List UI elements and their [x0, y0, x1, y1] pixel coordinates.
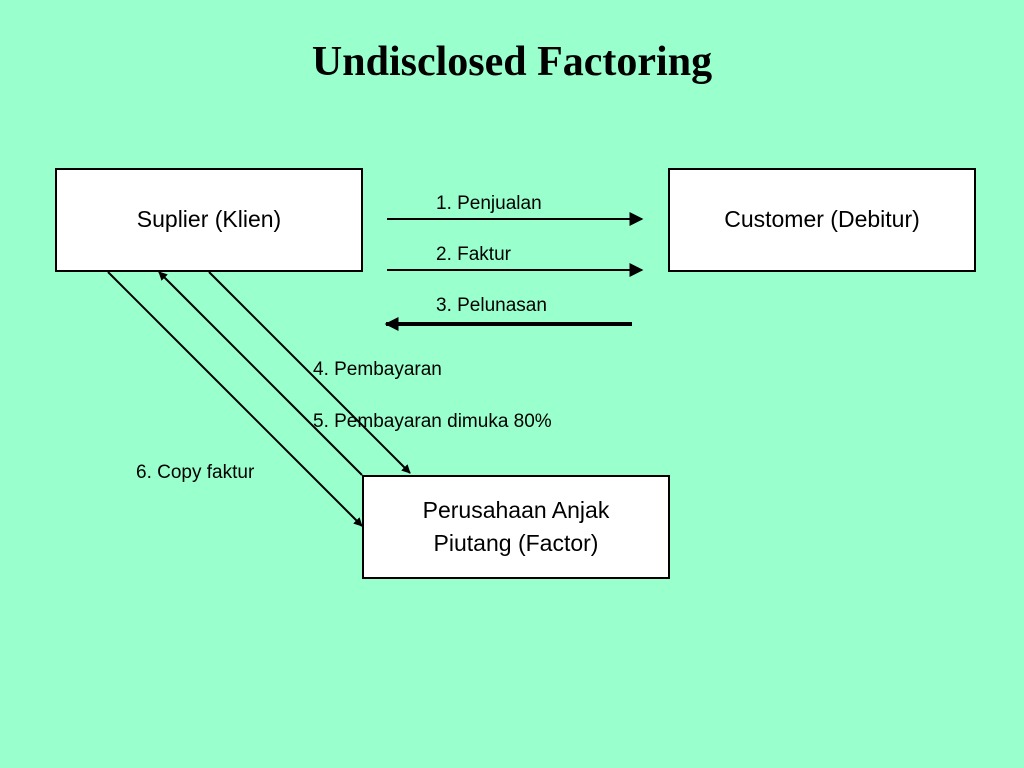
arrow-pembayaran-dimuka	[158, 271, 363, 476]
supplier-label: Suplier (Klien)	[136, 206, 282, 233]
arrow-copy-faktur	[107, 271, 363, 527]
customer-label: Customer (Debitur)	[724, 206, 920, 233]
flow-label-penjualan: 1. Penjualan	[436, 193, 542, 214]
factor-label-line2: Piutang (Factor)	[433, 530, 599, 556]
factor-label-line1: Perusahaan Anjak	[422, 496, 610, 523]
arrow-pembayaran	[208, 271, 411, 474]
flow-label-pelunasan: 3. Pelunasan	[436, 295, 547, 316]
flow-label-pembayaran: 4. Pembayaran	[313, 359, 442, 380]
flow-label-pembayaran-dimuka: 5. Pembayaran dimuka 80%	[313, 411, 552, 432]
factor-box: Perusahaan Anjak Piutang (Factor)	[362, 475, 670, 579]
customer-box: Customer (Debitur)	[668, 168, 976, 272]
flow-label-copy-faktur: 6. Copy faktur	[136, 462, 255, 483]
flow-label-faktur: 2. Faktur	[436, 244, 511, 265]
diagram-title: Undisclosed Factoring	[311, 39, 713, 85]
supplier-box: Suplier (Klien)	[55, 168, 363, 272]
